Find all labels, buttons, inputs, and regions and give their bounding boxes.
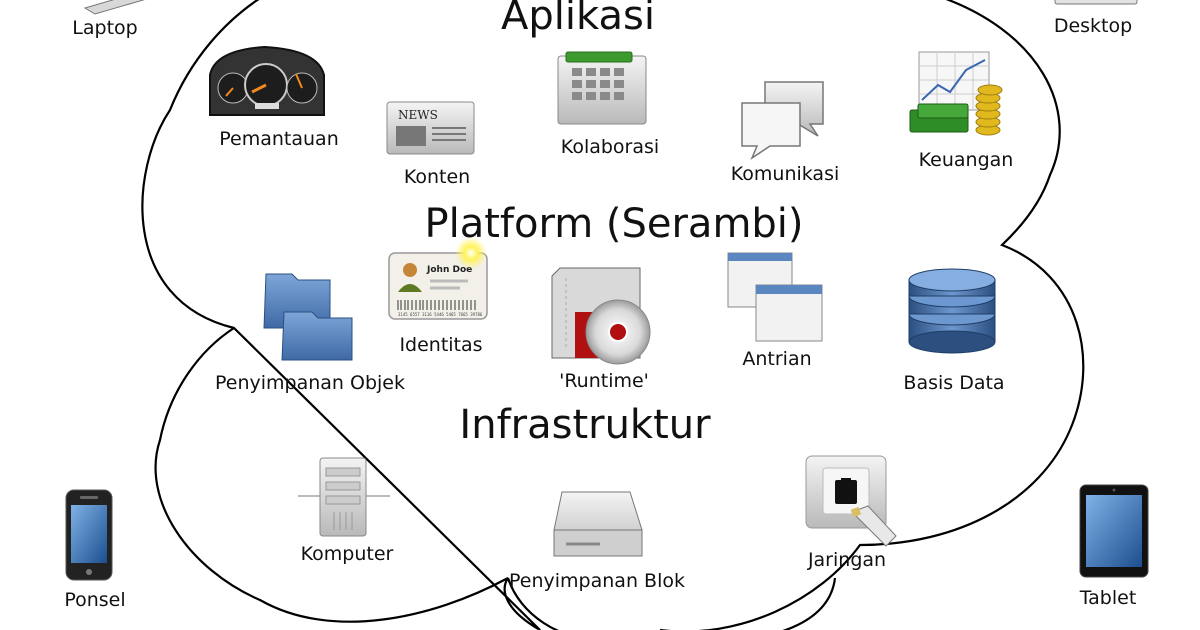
app-label-monitoring: Pemantauan	[219, 128, 339, 150]
layer-title-platform: Platform (Serambi)	[424, 201, 804, 247]
platform-label-queue: Antrian	[742, 348, 812, 370]
id-card-icon: John Doe 3145 6557 3116 5446 5465 7665 3…	[388, 237, 488, 320]
infra-label-compute: Komputer	[300, 543, 394, 565]
app-label-collaboration: Kolaborasi	[560, 136, 660, 158]
chat-bubbles-icon	[741, 81, 824, 160]
folders-icon	[263, 273, 353, 361]
dashboard-gauge-icon	[209, 45, 325, 116]
tablet-icon	[1079, 484, 1149, 578]
runtime-box-disc-icon	[551, 267, 651, 365]
id-card-name: John Doe	[426, 265, 472, 275]
platform-label-database: Basis Data	[903, 372, 1005, 394]
news-icon-text: NEWS	[398, 108, 438, 122]
app-label-communication: Komunikasi	[730, 163, 840, 185]
app-label-finance: Keuangan	[918, 149, 1014, 171]
database-cylinders-icon	[908, 268, 996, 354]
desktop-icon	[1054, 0, 1138, 5]
laptop-icon	[83, 0, 145, 15]
finance-chart-coins-icon	[909, 51, 1003, 136]
platform-label-object-storage: Penyimpanan Objek	[215, 372, 405, 394]
infra-label-block-storage: Penyimpanan Blok	[509, 570, 685, 592]
app-label-content: Konten	[403, 166, 471, 188]
cloud-lobe-bottom	[506, 577, 837, 630]
id-card-number: 3145 6557 3116 5446 5465 7665 39786	[398, 312, 483, 317]
calendar-icon	[557, 51, 647, 125]
layer-title-applications: Aplikasi	[501, 0, 655, 39]
device-label-phone: Ponsel	[64, 589, 126, 611]
device-label-tablet: Tablet	[1079, 587, 1137, 609]
server-tower-icon	[298, 457, 390, 537]
device-label-desktop: Desktop	[1053, 15, 1133, 37]
phone-icon	[65, 489, 113, 581]
platform-label-identity: Identitas	[399, 334, 483, 356]
hard-drive-icon	[553, 491, 643, 557]
newspaper-icon: NEWS	[386, 101, 475, 155]
device-label-laptop: Laptop	[72, 17, 138, 39]
layer-title-infrastructure: Infrastruktur	[459, 402, 711, 448]
network-jack-icon	[805, 455, 897, 547]
queue-windows-icon	[727, 252, 823, 342]
platform-label-runtime: 'Runtime'	[559, 370, 649, 392]
infra-label-network: Jaringan	[807, 549, 887, 571]
